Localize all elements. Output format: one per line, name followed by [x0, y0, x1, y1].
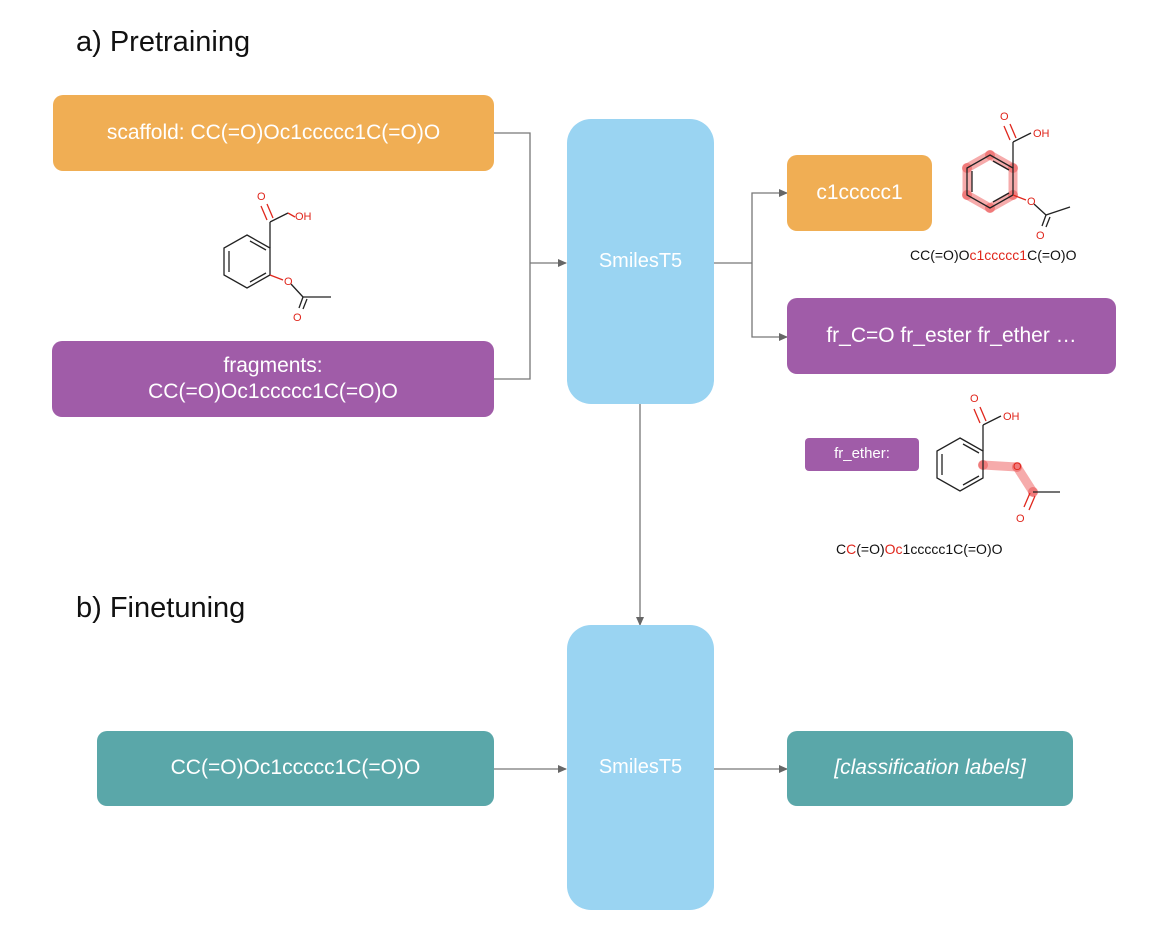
ether-smiles: CC(=O)Oc1ccccc1C(=O)O	[836, 541, 1003, 557]
scaffold-output-text: c1ccccc1	[816, 180, 903, 204]
scaffold-input-text: scaffold: CC(=O)Oc1ccccc1C(=O)O	[106, 120, 441, 144]
atom-o-ester: O	[284, 276, 293, 288]
model-label: SmilesT5	[598, 756, 683, 778]
ether-smiles-p4: Oc	[884, 541, 903, 557]
smilest5-finetuning-model: SmilesT5	[567, 625, 714, 910]
atom-o-top: O	[257, 191, 266, 203]
atom-o-ester: O	[1027, 196, 1036, 208]
fragments-output-text: fr_C=O fr_ester fr_ether …	[826, 323, 1077, 347]
scaffold-output-box: c1ccccc1	[787, 155, 932, 231]
ether-smiles-p1: C	[836, 541, 847, 557]
fr-ether-label-box: fr_ether:	[805, 438, 919, 471]
finetuning-input-box: CC(=O)Oc1ccccc1C(=O)O	[97, 731, 494, 806]
fr-ether-label: fr_ether:	[834, 445, 890, 463]
scaffold-smiles-after: C(=O)O	[1027, 247, 1077, 263]
atom-oh: OH	[1033, 128, 1050, 140]
ether-smiles-p3: (=O)	[856, 541, 885, 557]
ether-smiles-p5: 1ccccc1C(=O)O	[902, 541, 1003, 557]
fragments-connector	[494, 263, 531, 380]
ether-smiles-p2: C	[846, 541, 857, 557]
fragments-output-arrow	[751, 263, 788, 341]
scaffold-input-box: scaffold: CC(=O)Oc1ccccc1C(=O)O	[53, 95, 494, 171]
model-label: SmilesT5	[598, 250, 683, 272]
fragments-input-box: fragments: CC(=O)Oc1ccccc1C(=O)O	[52, 341, 494, 417]
finetuning-title: b) Finetuning	[76, 592, 246, 624]
atom-o-top: O	[1000, 111, 1009, 123]
atom-o-ester: O	[1013, 461, 1022, 473]
smilest5-pretraining-model: SmilesT5	[567, 119, 714, 404]
scaffold-smiles-before: CC(=O)O	[910, 247, 970, 263]
atom-o-top: O	[970, 393, 979, 405]
ether-highlight-molecule: O OH O O	[936, 393, 1060, 525]
scaffold-highlight-molecule: O OH O O	[962, 111, 1071, 242]
classification-output-text: [classification labels]	[834, 756, 1026, 780]
fragments-input-line2: CC(=O)Oc1ccccc1C(=O)O	[148, 380, 398, 403]
fragments-output-box: fr_C=O fr_ester fr_ether …	[787, 298, 1116, 374]
scaffold-output-arrow	[751, 189, 788, 263]
scaffold-smiles: CC(=O)Oc1ccccc1C(=O)O	[910, 247, 1076, 263]
classification-output-box: [classification labels]	[787, 731, 1073, 806]
aspirin-molecule: O OH O O	[223, 191, 331, 324]
fragments-input-line1: fragments:	[223, 353, 323, 377]
finetuning-input-text: CC(=O)Oc1ccccc1C(=O)O	[170, 756, 421, 780]
atom-oh: OH	[1003, 411, 1020, 423]
pretraining-title: a) Pretraining	[76, 26, 251, 58]
atom-o-carbonyl: O	[293, 312, 302, 324]
atom-o-carbonyl: O	[1016, 513, 1025, 525]
scaffold-connector	[494, 132, 531, 263]
scaffold-smiles-highlight: c1ccccc1	[969, 247, 1028, 263]
atom-oh: OH	[295, 211, 312, 223]
atom-o-carbonyl: O	[1036, 230, 1045, 242]
